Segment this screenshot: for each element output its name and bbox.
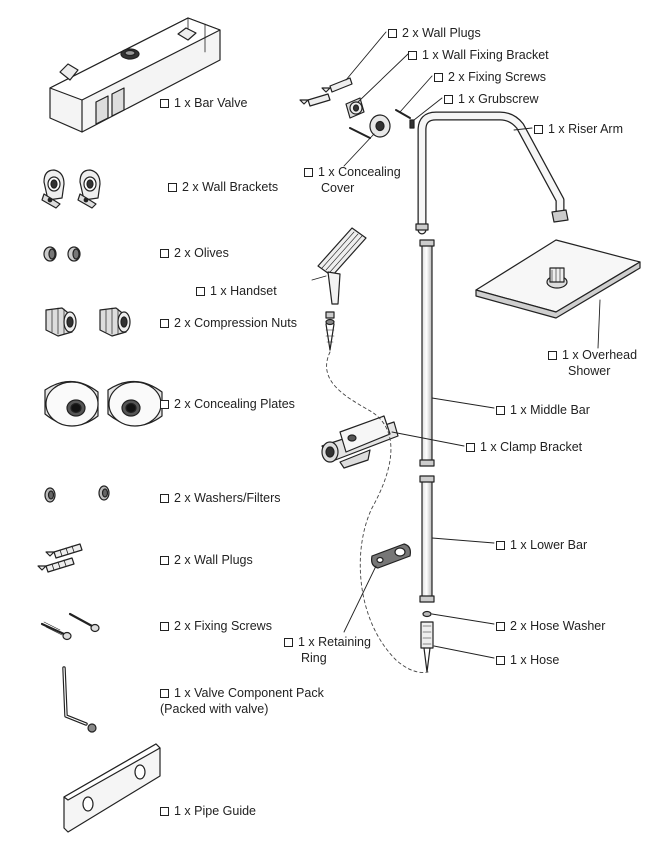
leader-lines (311, 31, 601, 659)
lower-bar-drawing (419, 475, 435, 603)
label-olives: 2 x Olives (160, 245, 229, 261)
middle-bar-drawing (419, 239, 435, 467)
clamp-bracket-drawing (321, 415, 399, 469)
overhead-shower-drawing (475, 239, 641, 319)
label-riser-arm: 1 x Riser Arm (534, 121, 623, 137)
checkbox-compression-nuts[interactable] (160, 319, 169, 328)
wall-brackets-drawing (41, 169, 101, 209)
checkbox-overhead-shower[interactable] (548, 351, 557, 360)
checkbox-wall-plugs-left[interactable] (160, 556, 169, 565)
wall-plugs-left-drawing (37, 543, 83, 573)
washers-filters-drawing (44, 485, 110, 503)
handset-drawing (317, 227, 367, 326)
checkbox-retaining-ring[interactable] (284, 638, 293, 647)
checkbox-hose-washer[interactable] (496, 622, 505, 631)
label-pipe-guide: 1 x Pipe Guide (160, 803, 256, 819)
label-wall-fixing-bracket: 1 x Wall Fixing Bracket (408, 47, 549, 63)
hose-drawing (325, 323, 434, 673)
checkbox-bar-valve[interactable] (160, 99, 169, 108)
label-middle-bar: 1 x Middle Bar (496, 402, 590, 418)
checkbox-fixing-screws-left[interactable] (160, 622, 169, 631)
concealing-plates-drawing (44, 380, 163, 427)
checkbox-wall-fixing-bracket[interactable] (408, 51, 417, 60)
label-wall-plugs-top: 2 x Wall Plugs (388, 25, 481, 41)
retaining-ring-drawing (371, 543, 411, 569)
label-wall-brackets: 2 x Wall Brackets (168, 179, 278, 195)
olives-drawing (43, 246, 81, 262)
checkbox-grubscrew[interactable] (444, 95, 453, 104)
checkbox-concealing-cover[interactable] (304, 168, 313, 177)
pipe-guide-drawing (63, 743, 161, 833)
checkbox-washers-filters[interactable] (160, 494, 169, 503)
label-compression-nuts: 2 x Compression Nuts (160, 315, 297, 331)
label-washers-filters: 2 x Washers/Filters (160, 490, 281, 506)
checkbox-handset[interactable] (196, 287, 205, 296)
hose-dashed-path (326, 351, 429, 673)
checkbox-wall-plugs-top[interactable] (388, 29, 397, 38)
checkbox-pipe-guide[interactable] (160, 807, 169, 816)
checkbox-fixing-screws-top[interactable] (434, 73, 443, 82)
label-valve-component-pack: 1 x Valve Component Pack(Packed with val… (160, 686, 324, 716)
checkbox-wall-brackets[interactable] (168, 183, 177, 192)
riser-arm-drawing (415, 111, 569, 235)
checkbox-lower-bar[interactable] (496, 541, 505, 550)
checkbox-hose[interactable] (496, 656, 505, 665)
fixing-screws-left-drawing (40, 612, 100, 641)
label-wall-plugs-left: 2 x Wall Plugs (160, 552, 253, 568)
label-hose-washer: 2 x Hose Washer (496, 618, 605, 634)
compression-nuts-drawing (45, 307, 131, 337)
checkbox-riser-arm[interactable] (534, 125, 543, 134)
checkbox-clamp-bracket[interactable] (466, 443, 475, 452)
top-fixings-drawing (299, 77, 415, 139)
label-concealing-plates: 2 x Concealing Plates (160, 396, 295, 412)
label-fixing-screws-top: 2 x Fixing Screws (434, 69, 546, 85)
label-bar-valve: 1 x Bar Valve (160, 95, 247, 111)
checkbox-middle-bar[interactable] (496, 406, 505, 415)
checkbox-olives[interactable] (160, 249, 169, 258)
label-grubscrew: 1 x Grubscrew (444, 91, 539, 107)
checkbox-valve-component-pack[interactable] (160, 689, 169, 698)
label-lower-bar: 1 x Lower Bar (496, 537, 587, 553)
label-hose: 1 x Hose (496, 652, 559, 668)
label-clamp-bracket: 1 x Clamp Bracket (466, 439, 582, 455)
label-handset: 1 x Handset (196, 283, 277, 299)
checkbox-concealing-plates[interactable] (160, 400, 169, 409)
valve-component-pack-drawing (62, 666, 97, 733)
label-fixing-screws-left: 2 x Fixing Screws (160, 618, 272, 634)
bar-valve-drawing (49, 17, 221, 133)
